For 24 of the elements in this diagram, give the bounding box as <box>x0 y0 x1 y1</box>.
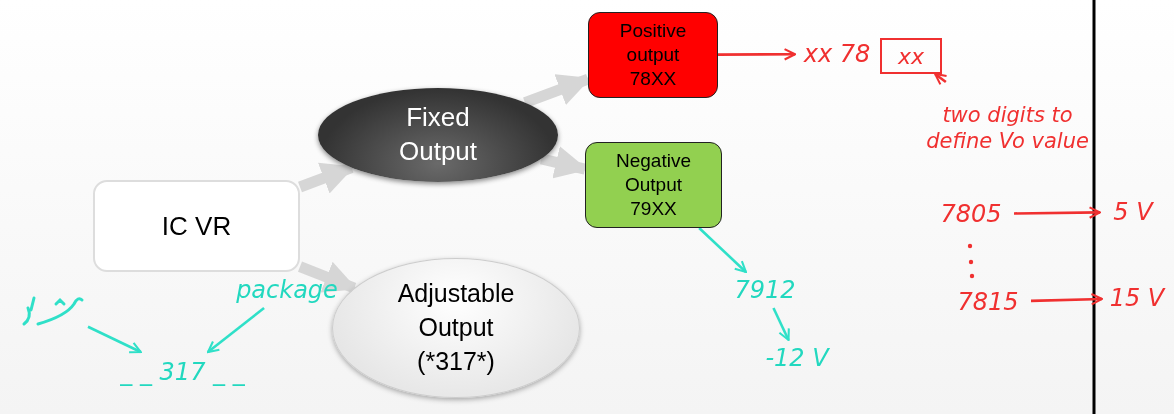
handwritten-note: 7805 <box>928 196 1014 232</box>
arrow <box>934 72 948 86</box>
arrow <box>206 306 265 354</box>
arrow <box>87 325 142 354</box>
arrow <box>718 48 797 61</box>
arrow <box>298 162 355 194</box>
handwritten-note: xx 78 <box>795 36 879 72</box>
dark-ellipse: Fixed Output <box>318 88 558 182</box>
handwritten-note: -12 V <box>755 340 839 376</box>
handwritten-note: two digits to define Vo value <box>925 82 1090 174</box>
arrow <box>772 307 790 342</box>
arrow <box>1014 206 1102 219</box>
arrow <box>298 261 358 294</box>
arrow <box>698 227 747 274</box>
process-box: IC VR <box>93 180 300 272</box>
handwritten-note: _ _ 317 _ _ <box>75 352 290 392</box>
handwritten-note: 5 V <box>1100 194 1166 230</box>
arrow <box>1030 293 1104 306</box>
handwritten-note: 15 V <box>1102 280 1172 316</box>
output-box: Negative Output 79XX <box>585 142 722 228</box>
handwritten-note: 7815 <box>945 284 1031 320</box>
boxed-note: xx <box>880 38 942 74</box>
output-box: Positive output 78XX <box>588 12 718 98</box>
handwritten-note: 7912 <box>725 272 805 308</box>
